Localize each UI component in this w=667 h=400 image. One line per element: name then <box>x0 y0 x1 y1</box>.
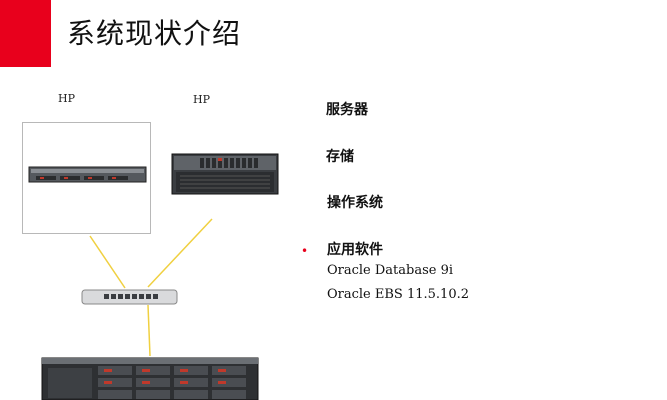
item-application-software: 应用软件 <box>327 242 383 258</box>
page-title: 系统现状介绍 <box>67 17 242 50</box>
rack-server-1u <box>28 166 147 183</box>
item-os: 操作系统 <box>327 195 383 211</box>
title-accent-block <box>0 0 51 67</box>
storage-array <box>41 357 259 400</box>
san-switch <box>81 289 178 305</box>
sub-item-oracle-ebs: Oracle EBS 11.5.10.2 <box>327 287 469 302</box>
item-server: 服务器 <box>326 102 368 118</box>
sub-item-oracle-database: Oracle Database 9i <box>327 263 454 278</box>
server-label-2: HP <box>193 93 210 106</box>
connector-lines <box>89 218 213 357</box>
item-storage: 存储 <box>326 149 354 165</box>
rack-server-4u <box>171 153 279 195</box>
bullet-marker: • <box>301 244 309 258</box>
server-label-1: HP <box>58 92 75 105</box>
